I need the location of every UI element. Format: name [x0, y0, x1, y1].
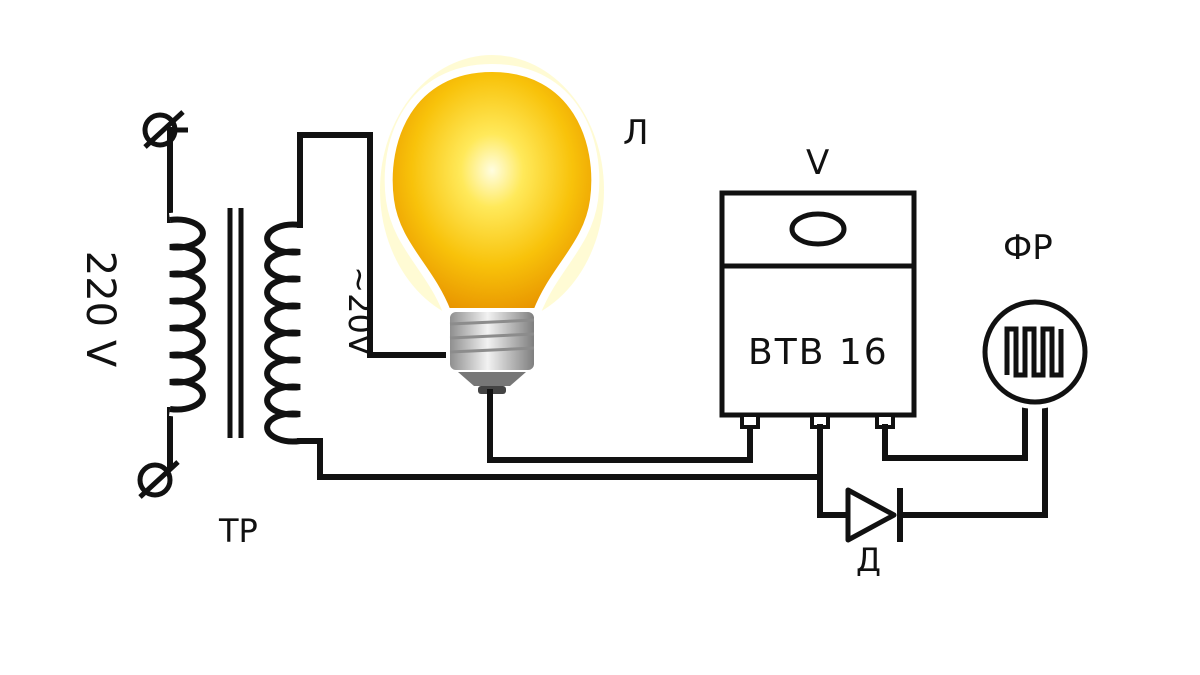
triac — [718, 189, 918, 429]
wire-secondary-to-lamp — [297, 132, 473, 358]
terminal-top — [142, 110, 188, 149]
wire-lamp-to-triac — [487, 389, 753, 463]
lamp-label: Л — [623, 113, 649, 153]
wire-triac-to-photoresistor — [882, 397, 1028, 461]
photoresistor-label: ФР — [1003, 228, 1053, 268]
diode-label: Д — [856, 541, 881, 579]
triac-model-label: BTB 16 — [748, 332, 889, 373]
diode — [845, 487, 903, 543]
lamp-base — [446, 308, 538, 394]
primary-coil — [168, 212, 210, 417]
secondary-coil — [260, 217, 302, 449]
photoresistor — [978, 295, 1092, 409]
transformer-core — [226, 205, 244, 440]
triac-pins — [740, 413, 895, 429]
secondary-voltage-label: ~20V — [341, 266, 379, 356]
wire-diode-to-photoresistor — [902, 397, 1048, 518]
wire-secondary-return — [297, 438, 823, 480]
transformer-label: ТР — [219, 512, 258, 550]
wire-to-diode — [817, 424, 848, 518]
triac-label: V — [806, 143, 830, 183]
primary-voltage-label: 220 V — [77, 250, 123, 368]
lamp — [380, 55, 604, 394]
